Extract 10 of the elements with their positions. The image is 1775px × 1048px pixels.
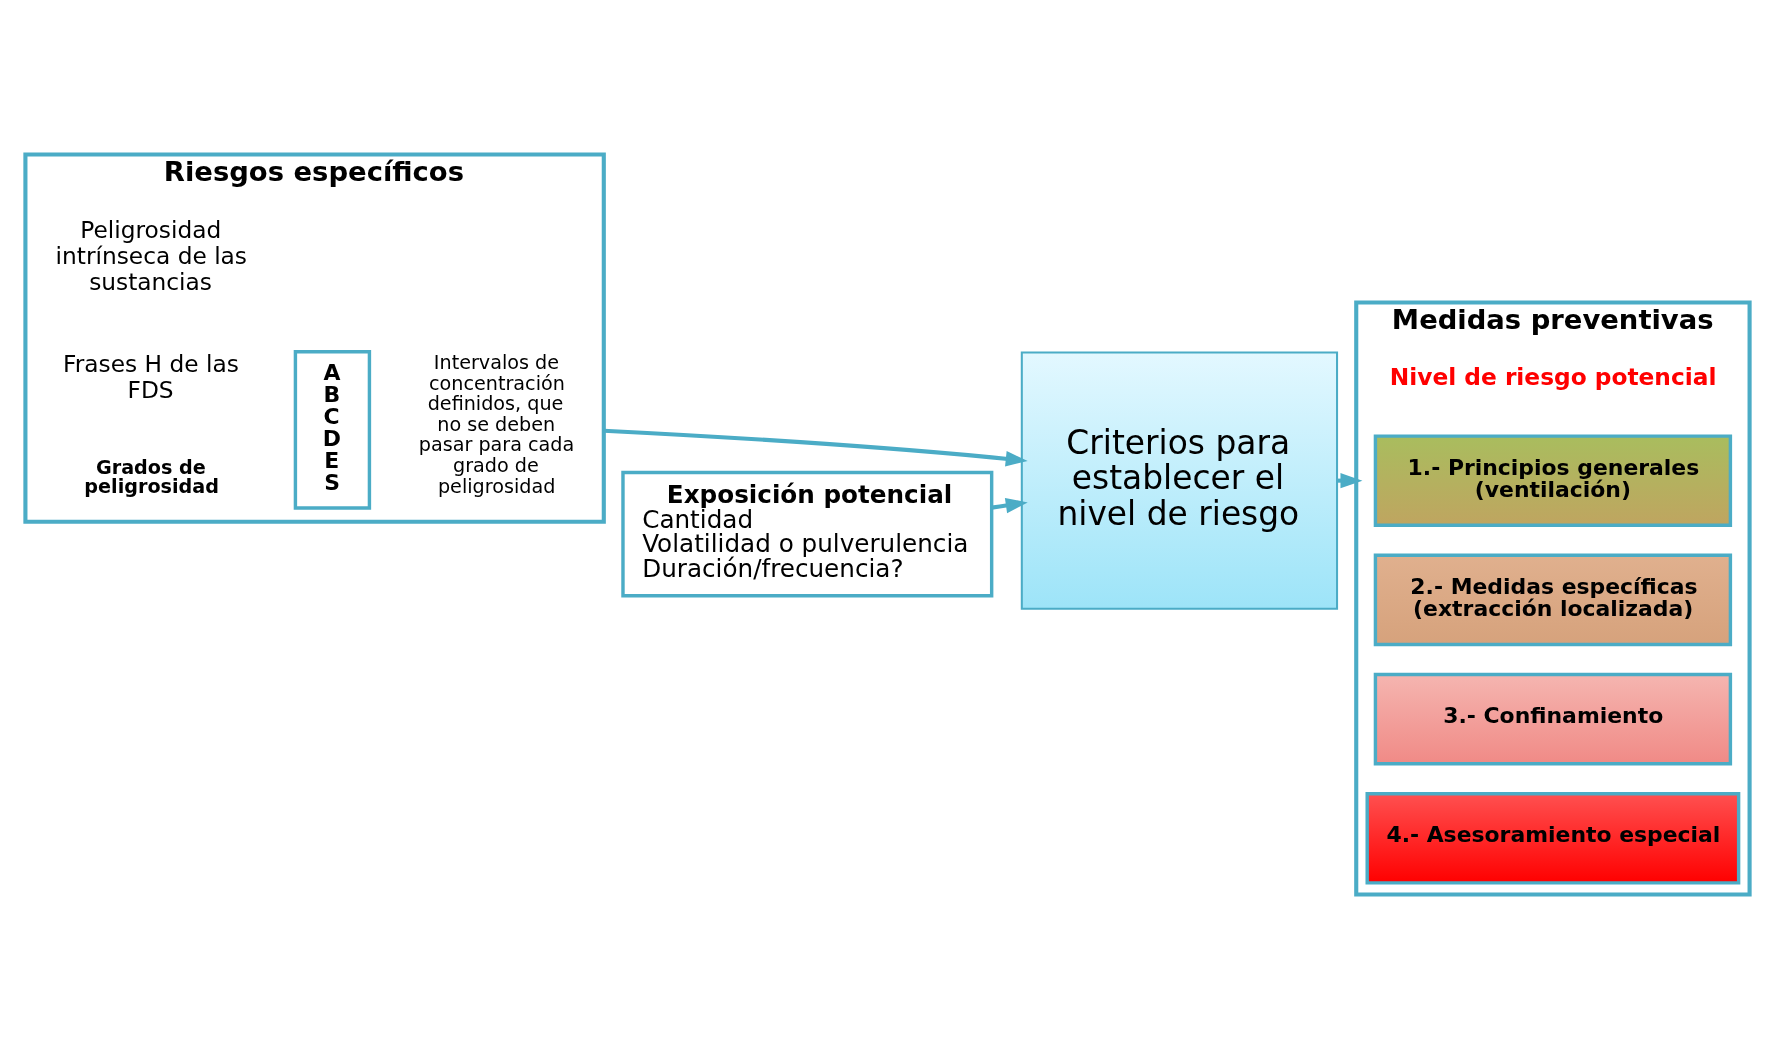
node-box: A B C D E S bbox=[293, 349, 372, 510]
node-label: Intervalos de concentración definidos, que no se deben pasar para cada grado de peligrosidad bbox=[418, 350, 575, 498]
node-box: 3.- Confinamiento bbox=[1373, 672, 1733, 765]
node-box: 2.- Medidas específicas (extracción localizada) bbox=[1373, 553, 1733, 646]
arrow bbox=[603, 428, 1028, 466]
node-label: Grados de peligrosidad bbox=[84, 455, 219, 498]
node-box: 1.- Principios generales (ventilación) bbox=[1373, 433, 1733, 527]
node-box: Exposición potencial Cantidad Volatilidad o pulverulencia Duración/frecuencia? bbox=[621, 470, 994, 597]
node-box: Criterios para establecer el nivel de riesgo bbox=[1020, 350, 1339, 610]
node-box: 4.- Asesoramiento especial bbox=[1365, 791, 1741, 885]
